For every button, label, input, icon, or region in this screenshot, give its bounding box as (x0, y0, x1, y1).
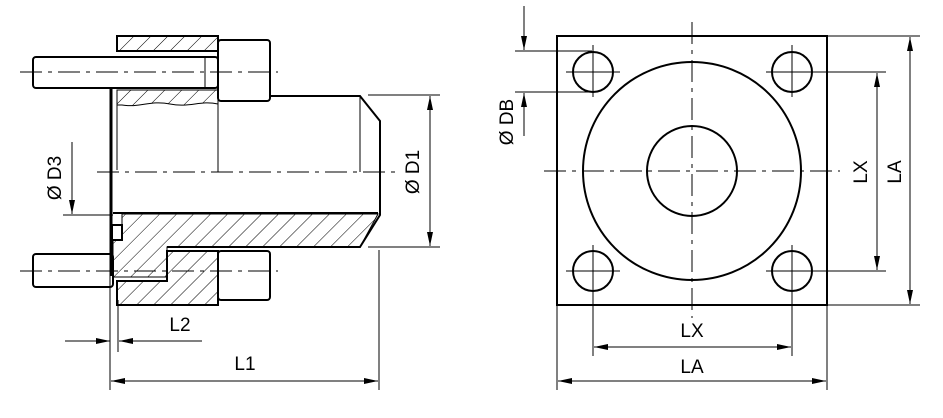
key-square (111, 224, 123, 241)
lx-horizontal-label: LX (680, 321, 704, 342)
db-label: Ø DB (497, 99, 518, 145)
front-view: Ø DB LX LA LX LA (497, 6, 920, 390)
la-horizontal-label: LA (680, 357, 704, 378)
d3-label: Ø D3 (45, 156, 66, 200)
bolt-hole (566, 45, 620, 97)
la-vertical-label: LA (885, 160, 906, 184)
top-wavy-section (116, 89, 219, 107)
bottom-screw-head (217, 250, 271, 301)
top-clamp-section (116, 35, 219, 52)
outer-hub-circle (582, 61, 802, 281)
hub-hatched-section (112, 213, 379, 278)
side-view: Ø D1 Ø D3 L2 L1 (20, 35, 440, 390)
top-screw-head (217, 39, 271, 102)
l2-label: L2 (169, 315, 190, 336)
lx-vertical-label: LX (851, 160, 872, 184)
d1-label: Ø D1 (403, 150, 424, 194)
bolt-hole (766, 45, 886, 97)
l1-label: L1 (234, 354, 255, 375)
bolt-hole (566, 245, 620, 356)
bolt-hole (766, 245, 886, 356)
